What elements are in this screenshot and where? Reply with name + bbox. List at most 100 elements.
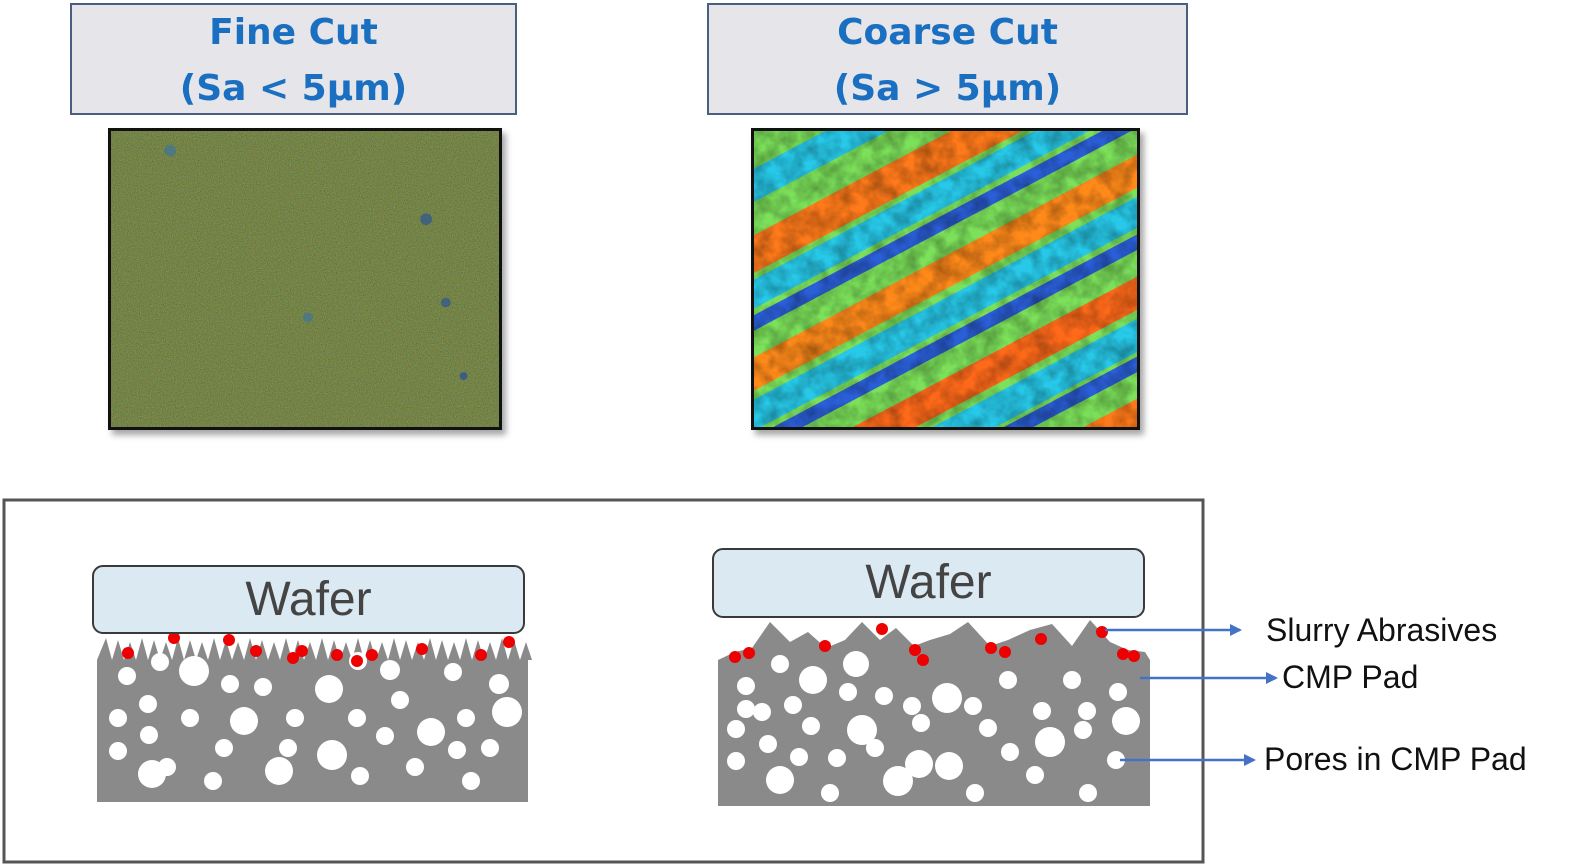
abrasive-particle <box>122 647 134 659</box>
pore <box>351 767 369 785</box>
abrasive-particle <box>729 651 741 663</box>
pore <box>1107 751 1125 769</box>
slurry-abrasives-label: Slurry Abrasives <box>1266 612 1498 648</box>
pore <box>492 697 522 727</box>
pore <box>448 741 466 759</box>
pore <box>279 739 297 757</box>
pore <box>1079 784 1097 802</box>
pore <box>215 739 233 757</box>
fine-cut-title: Fine Cut (Sa < 5µm) <box>70 3 517 115</box>
pore <box>348 709 366 727</box>
abrasive-particle <box>876 623 888 635</box>
wafer-right-label: Wafer <box>865 556 992 609</box>
pore <box>1035 727 1065 757</box>
pore <box>254 678 272 696</box>
pore <box>1026 766 1044 784</box>
pores-label: Pores in CMP Pad <box>1264 741 1527 777</box>
abrasive-particle <box>250 645 262 657</box>
fine-cut-title-line2: (Sa < 5µm) <box>179 68 408 109</box>
pore <box>457 709 475 727</box>
pore <box>766 766 794 794</box>
pore <box>109 709 127 727</box>
pore <box>315 675 343 703</box>
abrasive-particle <box>909 644 921 656</box>
pore <box>221 675 239 693</box>
pore <box>935 752 963 780</box>
pore <box>839 683 857 701</box>
abrasive-particle <box>743 647 755 659</box>
pore <box>481 739 499 757</box>
pore <box>964 697 982 715</box>
pore <box>912 714 930 732</box>
pore <box>979 719 997 737</box>
pore <box>1063 671 1081 689</box>
pore <box>140 726 158 744</box>
abrasive-particle <box>1128 650 1140 662</box>
pore <box>875 687 893 705</box>
pore <box>843 651 869 677</box>
pore <box>444 663 462 681</box>
pore <box>181 709 199 727</box>
abrasive-particle <box>503 636 515 648</box>
abrasive-particle <box>1035 633 1047 645</box>
pore <box>821 784 839 802</box>
pore <box>753 703 771 721</box>
pore <box>1109 683 1127 701</box>
schematic-frame <box>2 498 1205 864</box>
pore <box>790 748 808 766</box>
wafer-left <box>92 565 525 634</box>
coarse-cut-pad <box>718 620 1150 806</box>
pore <box>1001 743 1019 761</box>
abrasive-particle <box>819 640 831 652</box>
cmp-pad-label: CMP Pad <box>1282 659 1419 695</box>
fine-cut-map-image <box>111 131 499 427</box>
pore <box>784 696 802 714</box>
pore <box>230 707 258 735</box>
pore <box>999 671 1017 689</box>
pore <box>179 656 209 686</box>
abrasive-particle <box>223 634 235 646</box>
pore <box>376 727 394 745</box>
pore <box>905 750 933 778</box>
abrasive-particle <box>366 649 378 661</box>
pore <box>866 739 884 757</box>
abrasive-particle <box>296 645 308 657</box>
pore <box>139 695 157 713</box>
pore <box>771 655 789 673</box>
pore <box>759 735 777 753</box>
abrasive-particle <box>331 649 343 661</box>
pore <box>489 674 509 694</box>
fine-cut-surface-map <box>108 128 502 430</box>
coarse-cut-map-image <box>754 131 1137 427</box>
pore <box>317 740 347 770</box>
pore <box>391 691 409 709</box>
abrasive-particle <box>985 642 997 654</box>
pore <box>799 666 827 694</box>
abrasive-particle <box>168 632 180 644</box>
pore <box>204 772 222 790</box>
pore <box>828 749 846 767</box>
pore <box>109 742 127 760</box>
pore <box>1033 702 1051 720</box>
pore <box>158 758 176 776</box>
pore <box>847 715 877 745</box>
wafer-left-label: Wafer <box>245 573 372 626</box>
abrasive-particle <box>917 654 929 666</box>
pore <box>1074 721 1092 739</box>
abrasive-particle <box>999 646 1011 658</box>
abrasive-particle <box>416 643 428 655</box>
fine-cut-title-line1: Fine Cut <box>209 12 378 53</box>
pore <box>380 660 400 680</box>
pore <box>802 717 820 735</box>
wafer-right <box>712 548 1145 618</box>
pore <box>406 758 424 776</box>
pore <box>727 720 745 738</box>
coarse-cut-title: Coarse Cut (Sa > 5µm) <box>707 3 1188 115</box>
abrasive-particle <box>351 655 363 667</box>
abrasive-particle <box>475 649 487 661</box>
pore <box>903 697 921 715</box>
pore <box>727 752 745 770</box>
pore <box>966 784 984 802</box>
pore <box>118 667 136 685</box>
